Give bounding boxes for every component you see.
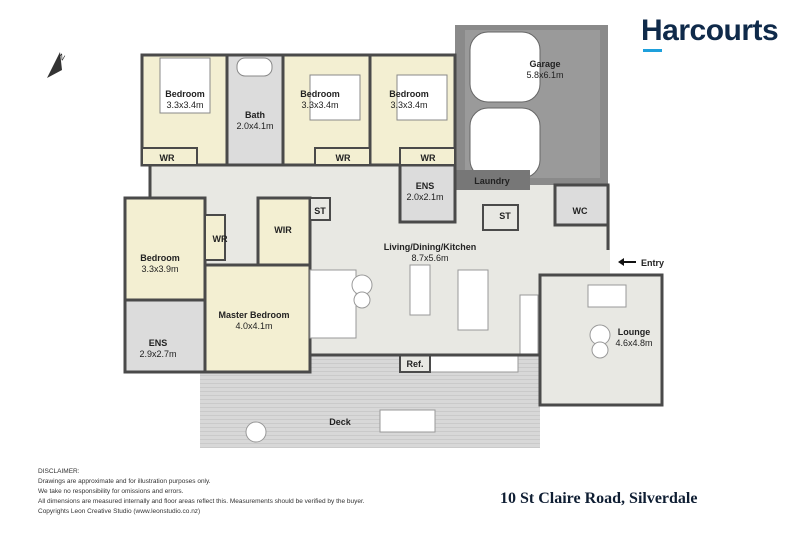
room-dim: 3.3x3.9m bbox=[141, 264, 178, 274]
room-dim: 2.9x2.7m bbox=[139, 349, 176, 359]
room-label: Laundry bbox=[474, 176, 510, 186]
disclaimer: DISCLAIMER: Drawings are approximate and… bbox=[38, 467, 365, 517]
disclaimer-title: DISCLAIMER: bbox=[38, 468, 80, 475]
room-label: WR bbox=[421, 153, 436, 163]
svg-text:N: N bbox=[57, 52, 67, 63]
logo-accent-bar bbox=[643, 49, 662, 52]
room-label: Garage bbox=[529, 59, 560, 69]
room-dim: 4.0x4.1m bbox=[235, 321, 272, 331]
room-dim: 5.8x6.1m bbox=[526, 70, 563, 80]
room-label: Bath bbox=[245, 110, 265, 120]
room-label: ENS bbox=[149, 338, 168, 348]
room-label: Master Bedroom bbox=[218, 310, 289, 320]
room-dim: 8.7x5.6m bbox=[411, 253, 448, 263]
room-label: Bedroom bbox=[140, 253, 180, 263]
room-dim: 3.3x3.4m bbox=[301, 100, 338, 110]
room-label: WC bbox=[573, 206, 588, 216]
room-label: Bedroom bbox=[389, 89, 429, 99]
room-dim: 2.0x4.1m bbox=[236, 121, 273, 131]
room-label: Ref. bbox=[406, 359, 423, 369]
bedroom-4 bbox=[123, 196, 207, 302]
room-label: WIR bbox=[274, 225, 292, 235]
room-dim: 3.3x3.4m bbox=[390, 100, 427, 110]
car-icon bbox=[469, 31, 541, 179]
room-label: ST bbox=[314, 206, 326, 216]
room-label: WR bbox=[160, 153, 175, 163]
entry-arrow-icon bbox=[618, 258, 636, 266]
room-label: Lounge bbox=[618, 327, 651, 337]
room-label: Bedroom bbox=[165, 89, 205, 99]
room-label: WR bbox=[213, 234, 228, 244]
north-arrow-icon: N bbox=[47, 52, 67, 78]
master-bedroom bbox=[203, 263, 312, 374]
walk-in-robe bbox=[256, 196, 312, 267]
harcourts-logo: Harcourts bbox=[641, 14, 779, 47]
room-label: Deck bbox=[329, 417, 352, 427]
ensuite-2 bbox=[123, 298, 207, 374]
laundry bbox=[455, 170, 530, 190]
disclaimer-line: All dimensions are measured internally a… bbox=[38, 498, 365, 505]
room-label: WR bbox=[336, 153, 351, 163]
room-label: Bedroom bbox=[300, 89, 340, 99]
room-label: ST bbox=[499, 211, 511, 221]
wc bbox=[553, 183, 610, 227]
disclaimer-line: Drawings are approximate and for illustr… bbox=[38, 478, 211, 485]
room-label: ENS bbox=[416, 181, 435, 191]
property-address: 10 St Claire Road, Silverdale bbox=[500, 490, 698, 507]
entry-label: Entry bbox=[641, 258, 664, 268]
room-label: Living/Dining/Kitchen bbox=[384, 242, 477, 252]
room-dim: 2.0x2.1m bbox=[406, 192, 443, 202]
room-dim: 4.6x4.8m bbox=[615, 338, 652, 348]
disclaimer-line: Copyrights Leon Creative Studio (www.leo… bbox=[38, 508, 201, 515]
room-dim: 3.3x3.4m bbox=[166, 100, 203, 110]
disclaimer-line: We take no responsibility for omissions … bbox=[38, 488, 184, 495]
ensuite-1 bbox=[398, 163, 457, 224]
